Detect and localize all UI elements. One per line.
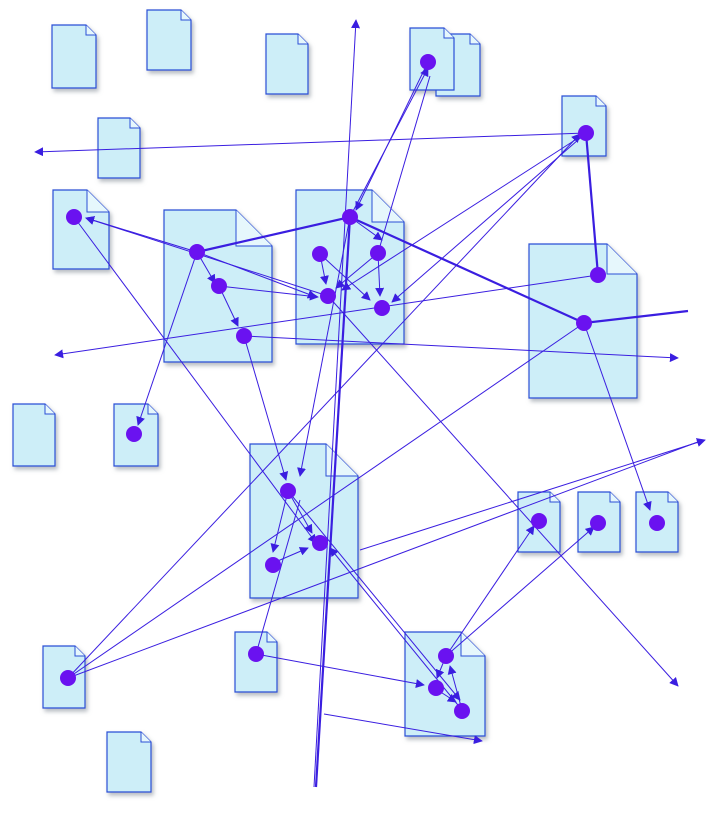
link-nodes xyxy=(60,54,665,719)
link-node xyxy=(342,209,358,225)
link-node xyxy=(649,515,665,531)
link-node xyxy=(578,125,594,141)
link-node xyxy=(236,328,252,344)
document-icon xyxy=(51,24,97,89)
link-node xyxy=(60,670,76,686)
document-icon xyxy=(52,189,110,270)
link-node xyxy=(420,54,436,70)
document-icon xyxy=(146,9,192,71)
link-node xyxy=(576,315,592,331)
link-node xyxy=(280,483,296,499)
link-node xyxy=(312,246,328,262)
link-node xyxy=(265,557,281,573)
document-icon xyxy=(265,33,309,95)
link-node xyxy=(320,288,336,304)
link-node xyxy=(312,535,328,551)
link-node xyxy=(438,648,454,664)
link-node xyxy=(248,646,264,662)
link-node xyxy=(454,703,470,719)
link-node xyxy=(374,300,390,316)
thick-link-edges xyxy=(196,132,689,788)
document-icon xyxy=(12,403,56,467)
link-node xyxy=(126,426,142,442)
document-icon xyxy=(97,117,141,179)
link-node xyxy=(189,244,205,260)
link-node xyxy=(590,267,606,283)
link-node xyxy=(531,513,547,529)
document-icon xyxy=(106,731,152,793)
link-node xyxy=(590,515,606,531)
link-node xyxy=(211,278,227,294)
link-node xyxy=(370,245,386,261)
link-node xyxy=(66,209,82,225)
link-node xyxy=(428,680,444,696)
